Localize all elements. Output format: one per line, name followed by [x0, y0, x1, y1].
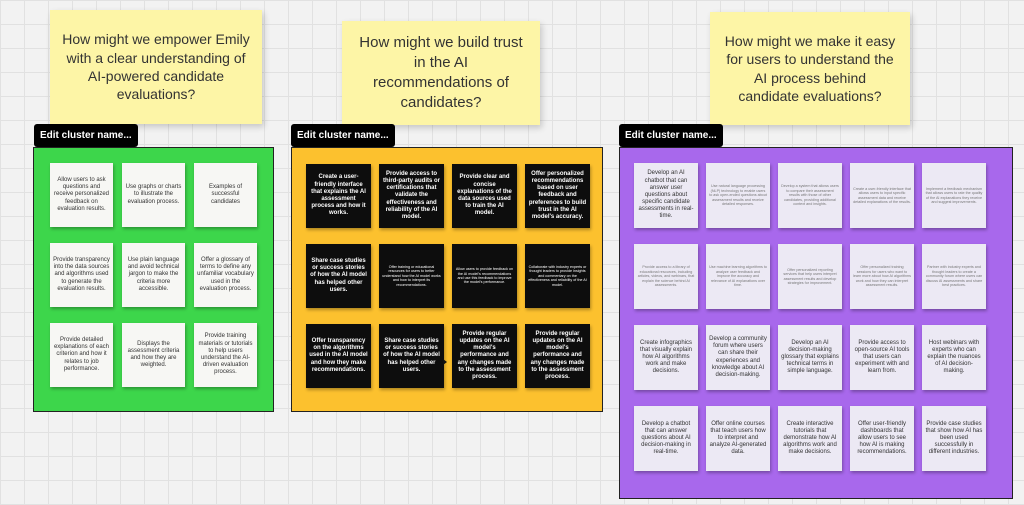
sticky-note[interactable]: Provide training materials or tutorials … [194, 323, 257, 387]
cluster-name-label-green[interactable]: Edit cluster name... [34, 124, 138, 147]
sticky-note[interactable]: Examples of successful candidates [194, 163, 257, 227]
cluster-name-label-yellow[interactable]: Edit cluster name... [291, 124, 395, 147]
hmw-sticky-make-easy[interactable]: How might we make it easy for users to u… [710, 12, 910, 125]
sticky-note[interactable]: Create interactive tutorials that demons… [778, 406, 842, 471]
sticky-note[interactable]: Provide clear and concise explanations o… [452, 164, 517, 228]
sticky-note[interactable]: Provide access to third-party audits or … [379, 164, 444, 228]
sticky-note[interactable]: Develop an AI decision-making glossary t… [778, 325, 842, 390]
sticky-note[interactable]: Offer transparency on the algorithms use… [306, 324, 371, 388]
sticky-note[interactable]: Offer a glossary of terms to define any … [194, 243, 257, 307]
sticky-note[interactable]: Provide access to a library of education… [634, 244, 698, 309]
sticky-note[interactable]: Provide detailed explanations of each cr… [50, 323, 113, 387]
sticky-note[interactable]: Provide regular updates on the AI model'… [452, 324, 517, 388]
sticky-note[interactable]: Use plain language and avoid technical j… [122, 243, 185, 307]
sticky-note[interactable]: Implement a feedback mechanism that allo… [922, 163, 986, 228]
sticky-note[interactable]: Allow users to provide feedback on the A… [452, 244, 517, 308]
sticky-note[interactable]: Offer training or educational resources … [379, 244, 444, 308]
sticky-note[interactable]: Offer online courses that teach users ho… [706, 406, 770, 471]
sticky-note[interactable]: Share case studies or success stories of… [379, 324, 444, 388]
sticky-note[interactable]: Allow users to ask questions and receive… [50, 163, 113, 227]
sticky-note[interactable]: Develop an AI chatbot that can answer us… [634, 163, 698, 228]
cluster-green-grid: Allow users to ask questions and receive… [50, 163, 257, 387]
sticky-note[interactable]: Use machine learning algorithms to analy… [706, 244, 770, 309]
sticky-note[interactable]: Displays the assessment criteria and how… [122, 323, 185, 387]
hmw-text: How might we make it easy for users to u… [724, 32, 896, 104]
sticky-note[interactable]: Provide case studies that show how AI ha… [922, 406, 986, 471]
sticky-note[interactable]: Use graphs or charts to illustrate the e… [122, 163, 185, 227]
sticky-note[interactable]: Offer personalized reporting services th… [778, 244, 842, 309]
cluster-name-label-purple[interactable]: Edit cluster name... [619, 124, 723, 147]
sticky-note[interactable]: Develop a community forum where users ca… [706, 325, 770, 390]
hmw-text: How might we build trust in the AI recom… [359, 34, 523, 111]
sticky-note[interactable]: Share case studies or success stories of… [306, 244, 371, 308]
sticky-note[interactable]: Provide access to open-source AI tools t… [850, 325, 914, 390]
sticky-note[interactable]: Use natural language processing (NLP) te… [706, 163, 770, 228]
play-arrow-icon [443, 359, 447, 365]
cluster-yellow-grid: Create a user-friendly interface that ex… [306, 164, 590, 388]
hmw-text: How might we empower Emily with a clear … [62, 31, 250, 103]
hmw-sticky-build-trust[interactable]: How might we build trust in the AI recom… [342, 21, 540, 125]
hmw-sticky-empower-emily[interactable]: How might we empower Emily with a clear … [50, 10, 262, 124]
cluster-purple-grid: Develop an AI chatbot that can answer us… [634, 163, 986, 471]
sticky-note[interactable]: Provide transparency into the data sourc… [50, 243, 113, 307]
sticky-note[interactable]: Create a user-friendly interface that al… [850, 163, 914, 228]
sticky-note[interactable]: Offer personalized training sessions for… [850, 244, 914, 309]
sticky-note[interactable]: Host webinars with experts who can expla… [922, 325, 986, 390]
sticky-note[interactable]: Develop a chatbot that can answer questi… [634, 406, 698, 471]
sticky-note[interactable]: Create a user-friendly interface that ex… [306, 164, 371, 228]
sticky-note[interactable]: Partner with industry experts and though… [922, 244, 986, 309]
sticky-note[interactable]: Provide regular updates on the AI model'… [525, 324, 590, 388]
sticky-note[interactable]: Create infographics that visually explai… [634, 325, 698, 390]
sticky-note[interactable]: Develop a system that allows users to co… [778, 163, 842, 228]
sticky-note[interactable]: Offer user-friendly dashboards that allo… [850, 406, 914, 471]
sticky-note[interactable]: Collaborate with industry experts or tho… [525, 244, 590, 308]
sticky-note[interactable]: Offer personalized recommendations based… [525, 164, 590, 228]
